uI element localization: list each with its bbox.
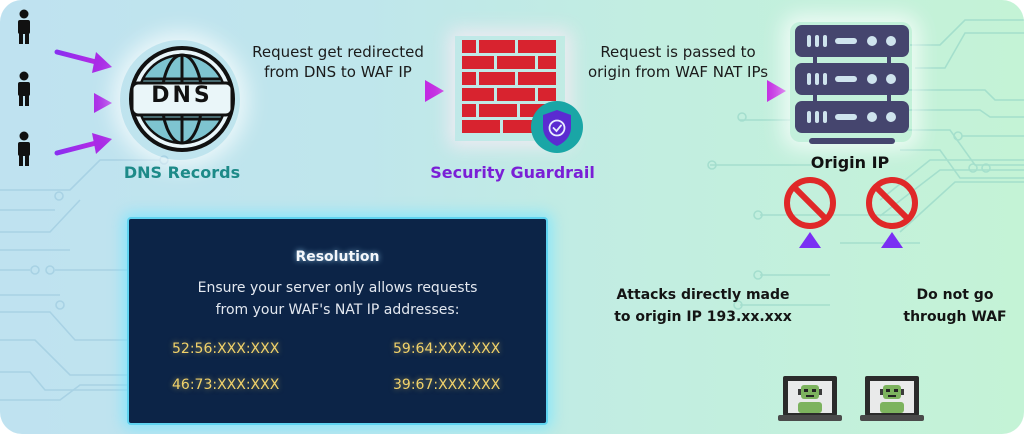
attack-left-line1: Attacks directly made (616, 287, 790, 303)
server-unit-1 (807, 35, 896, 47)
resolution-description: Ensure your server only allows requests … (129, 277, 546, 321)
attack-arrows (799, 232, 903, 368)
nat-ip-1: 52:56:XXX:XXX (172, 341, 280, 357)
arrow-waf-to-origin (575, 80, 786, 102)
dns-globe-icon (129, 46, 235, 152)
bot-laptop-icon (860, 376, 924, 421)
attack-left-text: Attacks directly made to origin IP 193.x… (605, 284, 801, 328)
step1-line1: Request get redirected (252, 43, 424, 61)
attack-right-text: Do not go through WAF (895, 284, 1015, 328)
attack-right-line1: Do not go (916, 287, 994, 303)
dns-label: DNS (151, 83, 213, 108)
nat-ip-3: 46:73:XXX:XXX (172, 377, 280, 393)
arrow-dns-to-waf (243, 80, 444, 102)
arrow-icon (54, 140, 99, 156)
attack-right-line2: through WAF (903, 309, 1007, 325)
shield-check-icon (531, 101, 583, 153)
dns-records-title: DNS Records (123, 163, 241, 182)
arrow-icon (54, 49, 99, 65)
user-arrows (54, 49, 112, 156)
step1-line2: from DNS to WAF IP (264, 63, 412, 81)
step2-line2: origin from WAF NAT IPs (587, 63, 769, 81)
users-group (18, 9, 30, 166)
blocked-icon (866, 177, 918, 229)
nat-ip-2: 59:64:XXX:XXX (393, 341, 501, 357)
step2-line1: Request is passed to (600, 43, 756, 61)
origin-ip-title: Origin IP (810, 153, 890, 172)
step2-text: Request is passed to origin from WAF NAT… (578, 42, 778, 82)
blocked-icon (784, 177, 836, 229)
step1-text: Request get redirected from DNS to WAF I… (238, 42, 438, 82)
resolution-card: Resolution Ensure your server only allow… (127, 217, 548, 425)
person-icon (18, 71, 30, 106)
bot-laptop-icon (778, 376, 842, 421)
person-icon (18, 9, 30, 44)
server-icon (795, 25, 909, 144)
security-guardrail-title: Security Guardrail (430, 163, 595, 182)
resolution-heading: Resolution (295, 249, 380, 265)
resolution-line1: Ensure your server only allows requests (197, 280, 478, 296)
resolution-line2: from your WAF's NAT IP addresses: (215, 302, 460, 318)
person-icon (18, 131, 30, 166)
nat-ip-4: 39:67:XXX:XXX (393, 377, 501, 393)
attack-left-line2: to origin IP 193.xx.xxx (614, 309, 792, 325)
